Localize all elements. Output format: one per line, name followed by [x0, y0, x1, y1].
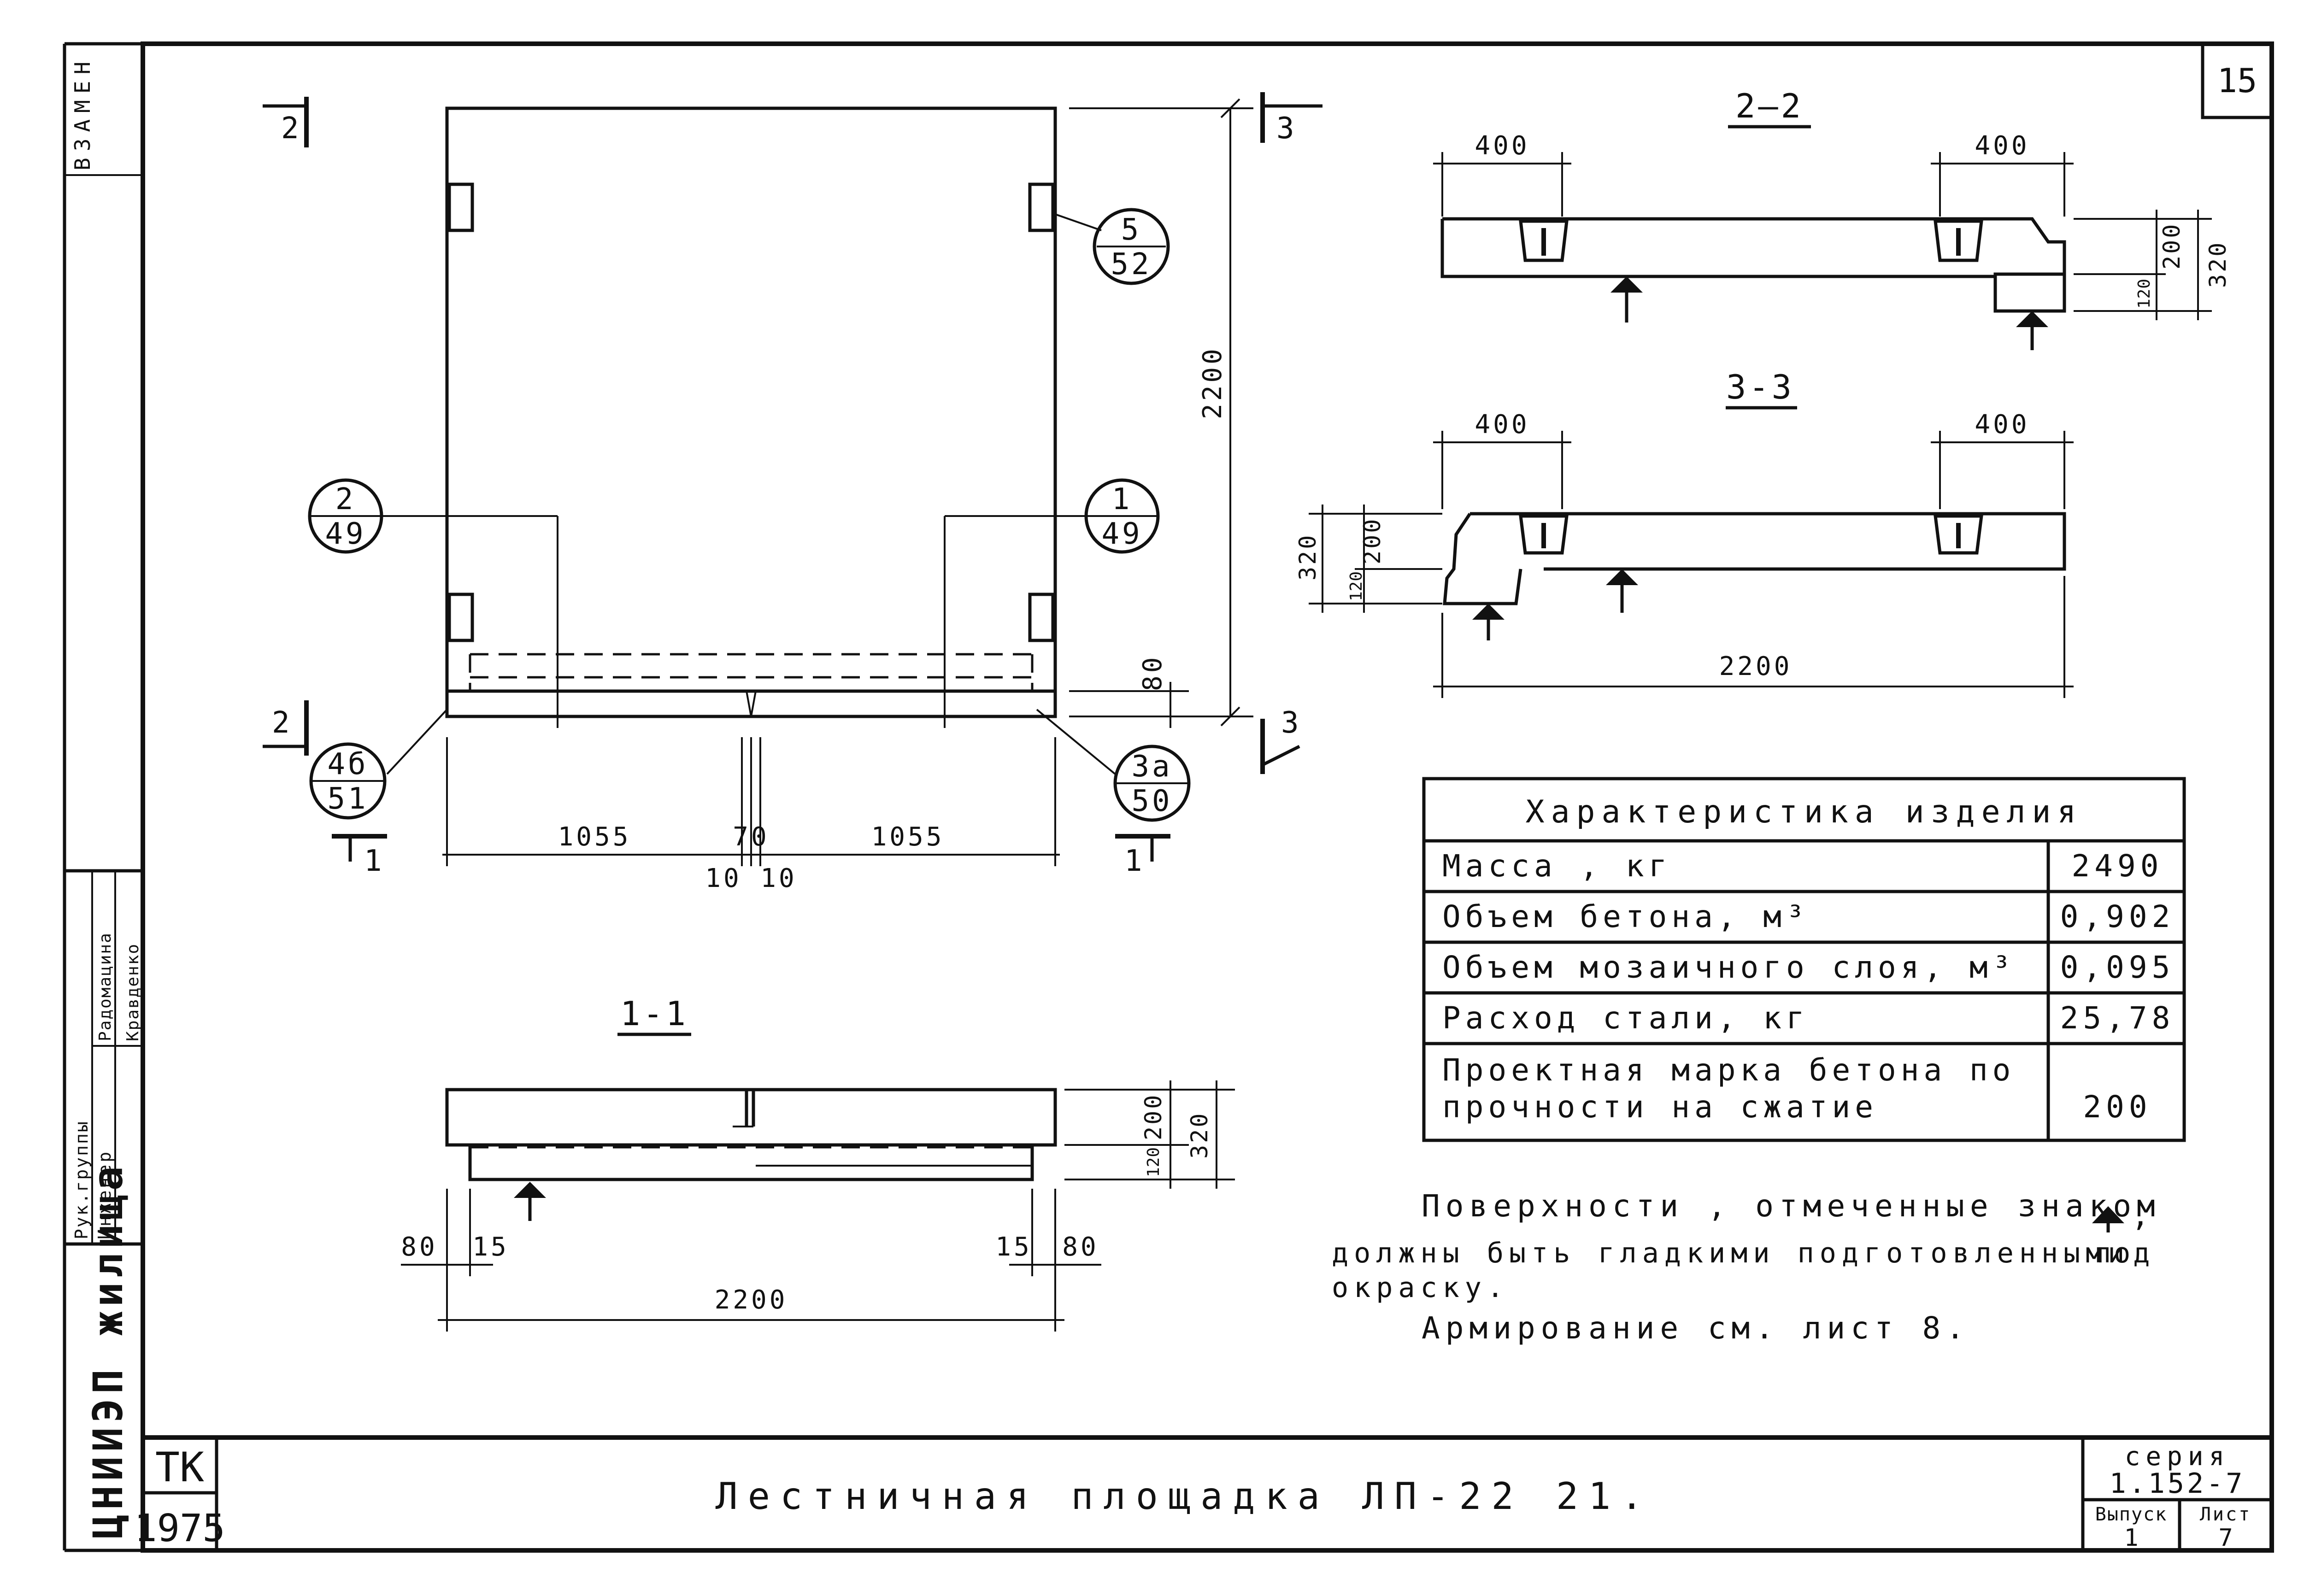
section-1-1-dim-80a: 80	[401, 1232, 437, 1262]
issue-label: Выпуск	[2095, 1504, 2168, 1525]
callout-5-52-top: 5	[1121, 213, 1142, 247]
section-3-3-dim-120: 120	[1347, 571, 1366, 601]
section-2-2-dim-200: 200	[2158, 223, 2185, 270]
section-3-3-title: 3-3	[1726, 368, 1794, 406]
smooth-surface-mark-icon	[2092, 1206, 2124, 1223]
callout-1-49: 1 49	[1084, 478, 1160, 554]
section-1-1-title: 1-1	[620, 994, 688, 1033]
spec-row-value: 0,902	[2060, 899, 2175, 934]
section-3-3-dim-right: 400	[1975, 410, 2029, 440]
sheet-title: Лестничная площадка ЛП-22 21.	[716, 1475, 1653, 1518]
side-role2: Инженер	[94, 1150, 115, 1239]
section-2-2-dim-left: 400	[1475, 131, 1529, 161]
section-1-1-dim-80b: 80	[1062, 1232, 1099, 1262]
side-org: ЦНИИЭП жилища	[84, 1162, 132, 1539]
callout-3a-50: 3а 50	[1113, 745, 1191, 822]
notes	[2092, 1206, 2124, 1232]
spec-row-label-2: прочности на сжатие	[1442, 1089, 1878, 1125]
section-3-3-dim-length: 2200	[1719, 651, 1793, 681]
spec-row-label: Объем мозаичного слоя, м³	[1442, 950, 2015, 985]
plan-dim-10b: 10	[760, 863, 797, 893]
callout-1-49-bottom: 49	[1101, 517, 1142, 551]
note-line-4: Армирование см. лист 8.	[1422, 1310, 1970, 1346]
spec-row-value: 2490	[2072, 848, 2163, 884]
section-2-2-dim-120: 120	[2135, 279, 2154, 309]
list-label: Лист	[2200, 1504, 2251, 1525]
frame	[63, 41, 2274, 1553]
section-1-1	[401, 1033, 1235, 1332]
cut-mark-2-bottom: 2	[272, 706, 293, 740]
spec-header: Характеристика изделия	[1526, 794, 2083, 830]
plan-view	[263, 92, 1322, 866]
section-3-3-dim-200: 200	[1359, 517, 1386, 564]
section-1-1-dim-15b: 15	[995, 1232, 1032, 1262]
tk-label: ТК	[155, 1443, 204, 1491]
side-name1: Радомацина	[96, 932, 115, 1041]
plan-dim-10a: 10	[705, 863, 741, 893]
cut-mark-2-top: 2	[281, 111, 302, 146]
title-block	[143, 1438, 2272, 1550]
cut-mark-1-right: 1	[1124, 844, 1145, 878]
section-3-3	[1309, 406, 2074, 698]
callout-4b-51-bottom: 51	[327, 782, 368, 816]
list-value: 7	[2218, 1524, 2233, 1552]
callout-1-49-top: 1	[1112, 482, 1133, 516]
side-role1: Рук.группы	[71, 1120, 92, 1239]
plan-dim-left: 1055	[558, 822, 631, 852]
section-1-1-dim-120: 120	[1144, 1147, 1163, 1177]
callout-5-52-bottom: 52	[1111, 247, 1152, 282]
section-1-1-dim-15a: 15	[472, 1232, 509, 1262]
callout-2-49: 2 49	[308, 478, 383, 554]
section-2-2-dim-right: 400	[1975, 131, 2029, 161]
plan-dim-80: 80	[1138, 655, 1168, 691]
plan-dim-height: 2200	[1198, 346, 1228, 419]
cut-mark-3-top: 3	[1276, 111, 1297, 146]
note-line-3: окраску.	[1332, 1272, 1509, 1304]
section-1-1-dim-320: 320	[1186, 1112, 1213, 1159]
spec-table	[1422, 777, 2186, 1142]
spec-row-label: Объем бетона, м³	[1442, 899, 1809, 934]
section-1-1-dim-200: 200	[1140, 1093, 1167, 1140]
spec-row-value: 25,78	[2060, 1000, 2175, 1036]
section-3-3-dim-320: 320	[1294, 534, 1321, 581]
spec-row-value: 200	[2083, 1089, 2151, 1125]
spec-row-label: Масса , кг	[1442, 848, 1671, 884]
series-label: серия	[2125, 1442, 2230, 1472]
note-line-2-end: под	[2094, 1237, 2152, 1269]
section-2-2	[1433, 125, 2212, 350]
sheet-number-box: 15	[2201, 42, 2274, 119]
cut-mark-3-bottom: 3	[1281, 706, 1302, 740]
spec-row-label: Расход стали, кг	[1442, 1000, 1809, 1036]
sheet-number: 15	[2217, 61, 2257, 100]
callout-3a-50-top: 3а	[1131, 750, 1172, 784]
note-line-1: Поверхности , отмеченные знаком	[1422, 1188, 2161, 1224]
issue-value: 1	[2124, 1524, 2138, 1552]
series-value: 1.152-7	[2110, 1467, 2245, 1500]
year: 1975	[134, 1507, 225, 1550]
callout-4b-51: 4б 51	[309, 742, 387, 820]
spec-row-label: Проектная марка бетона по	[1442, 1052, 2015, 1088]
callout-4b-51-top: 4б	[327, 747, 368, 781]
spec-row-value: 0,095	[2060, 950, 2175, 985]
plan-dim-mid: 70	[733, 822, 769, 852]
callout-3a-50-bottom: 50	[1131, 784, 1172, 818]
cut-mark-1-left: 1	[364, 844, 385, 878]
section-2-2-title: 2—2	[1735, 87, 1804, 125]
section-3-3-dim-left: 400	[1475, 410, 1529, 440]
note-line-2: должны быть гладкими подготовленными	[1332, 1237, 2130, 1269]
note-line-1-end: ,	[2131, 1197, 2150, 1233]
callout-2-49-bottom: 49	[325, 517, 366, 551]
side-name2: Кравденко	[123, 943, 142, 1041]
section-1-1-dim-length: 2200	[715, 1285, 788, 1315]
callout-2-49-top: 2	[335, 482, 356, 516]
section-2-2-dim-320: 320	[2204, 241, 2231, 288]
callout-5-52: 5 52	[1093, 208, 1170, 285]
side-vzamen: ВЗАМЕН	[70, 55, 95, 170]
plan-dim-right: 1055	[871, 822, 945, 852]
